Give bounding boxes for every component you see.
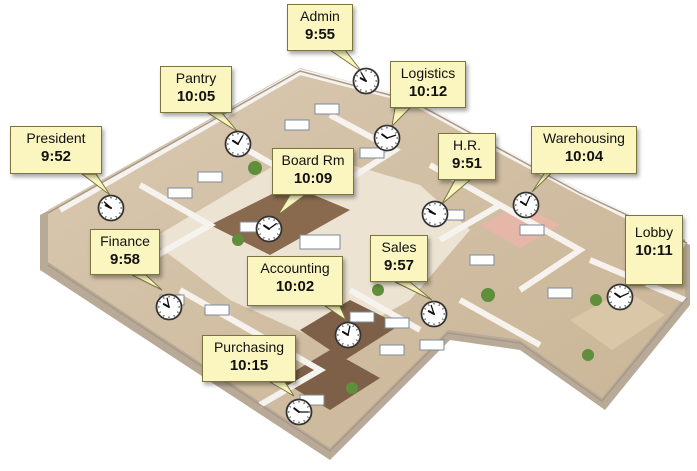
room-time: 9:55 [304, 25, 336, 43]
clock-hour-hand [263, 224, 270, 230]
clock-minute-hand [347, 325, 351, 336]
clock-icon [255, 215, 283, 243]
room-name: Warehousing [543, 130, 625, 146]
callout-pantry: Pantry 10:05 [160, 66, 232, 113]
clock-face [155, 293, 183, 321]
clock-hour-hand [231, 139, 239, 145]
clock-face [334, 321, 362, 349]
callout-admin: Admin 9:55 [287, 4, 353, 51]
room-time: 10:12 [408, 82, 448, 100]
clock-face [512, 191, 540, 219]
clock-face [224, 130, 252, 158]
room-time: 9:52 [40, 147, 72, 165]
room-time: 10:04 [564, 147, 604, 165]
room-name: Board Rm [281, 152, 345, 168]
callout-purchasing: Purchasing 10:15 [202, 335, 296, 382]
room-name: Lobby [634, 224, 674, 240]
clock-icon [334, 321, 362, 349]
clock-hour-hand [293, 407, 300, 413]
callout-warehousing: Warehousing 10:04 [531, 126, 637, 174]
carpet-area [570, 290, 665, 350]
clock-hour-hand [519, 200, 527, 206]
clock-minute-hand [360, 72, 367, 82]
clock-icon [224, 130, 252, 158]
room-time: 9:57 [383, 256, 415, 274]
room-name: Admin [300, 8, 340, 24]
clock-face [606, 283, 634, 311]
clock-face [97, 194, 125, 222]
clock-hour-hand [381, 133, 388, 139]
room-time: 10:11 [635, 241, 673, 259]
clock-face [255, 215, 283, 243]
clock-face [352, 67, 380, 95]
room-name: Finance [100, 233, 150, 249]
clock-face [373, 124, 401, 152]
clock-icon [155, 293, 183, 321]
room-name: Accounting [260, 260, 330, 276]
clock-icon [421, 200, 449, 228]
clock-icon [420, 300, 448, 328]
clock-minute-hand [268, 223, 277, 230]
room-time: 9:51 [451, 154, 483, 172]
clock-icon [285, 398, 313, 426]
clock-minute-hand [237, 135, 244, 145]
clock-icon [512, 191, 540, 219]
room-name: Pantry [175, 70, 217, 86]
clock-face [420, 300, 448, 328]
clock-minute-hand [525, 196, 531, 206]
callout-lobby: Lobby 10:11 [625, 215, 683, 285]
clock-icon [606, 283, 634, 311]
clock-hour-hand [427, 310, 435, 315]
clock-minute-hand [430, 304, 435, 315]
clock-hour-hand [614, 292, 621, 298]
clock-minute-hand [427, 208, 436, 215]
room-time: 9:58 [109, 250, 141, 268]
room-name: Purchasing [213, 339, 285, 355]
callout-president: President 9:52 [10, 126, 102, 174]
clock-icon [97, 194, 125, 222]
plants [232, 161, 602, 394]
callout-boardrm: Board Rm 10:09 [272, 148, 354, 195]
callout-accounting: Accounting 10:02 [247, 256, 343, 306]
clock-minute-hand [619, 292, 629, 298]
room-time: 10:02 [275, 277, 315, 295]
callout-hr: H.R. 9:51 [438, 133, 496, 180]
clock-minute-hand [386, 134, 397, 139]
room-time: 10:05 [176, 87, 216, 105]
clock-face [285, 398, 313, 426]
room-name: H.R. [453, 137, 481, 153]
clock-icon [373, 124, 401, 152]
clock-icon [352, 67, 380, 95]
clock-minute-hand [166, 297, 170, 308]
room-time: 10:15 [229, 356, 269, 374]
callout-sales: Sales 9:57 [370, 235, 428, 282]
clock-hour-hand [162, 303, 170, 308]
room-name: Logistics [400, 65, 456, 81]
clock-hour-hand [341, 330, 349, 336]
clock-face [421, 200, 449, 228]
room-name: Sales [381, 239, 417, 255]
clock-minute-hand [103, 201, 112, 209]
carpet-area [210, 185, 350, 255]
callout-logistics: Logistics 10:12 [390, 61, 466, 108]
callout-finance: Finance 9:58 [90, 229, 160, 275]
room-name: President [26, 130, 86, 146]
room-time: 10:09 [293, 169, 333, 187]
